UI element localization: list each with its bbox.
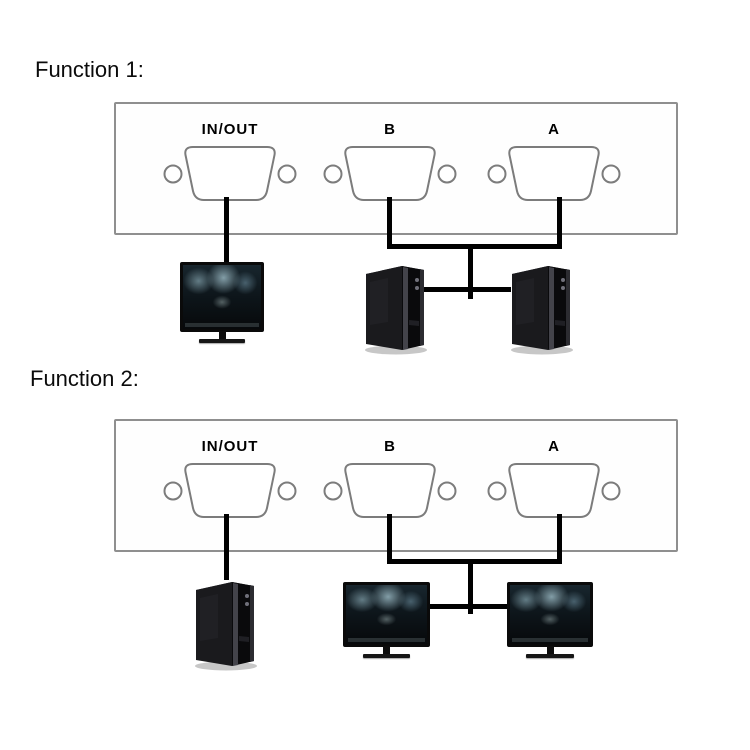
- port-label-b: B: [384, 438, 396, 455]
- cable-port-a: [557, 197, 562, 249]
- cable-port-a: [557, 514, 562, 564]
- dsub-trapezoid: [184, 463, 276, 518]
- monitor-stand: [546, 646, 554, 654]
- monitor-icon: [343, 582, 430, 658]
- computer-tower-icon: [195, 582, 257, 671]
- screw-hole-icon: [601, 481, 621, 501]
- switch-panel-1: IN/OUT B A: [114, 102, 678, 235]
- monitor-stand: [383, 646, 390, 654]
- cable-junction-drop: [468, 563, 473, 614]
- dsub-trapezoid: [184, 146, 276, 201]
- screw-hole-icon: [277, 481, 297, 501]
- switch-panel-2: IN/OUT B A: [114, 419, 678, 552]
- vga-connector-icon: [163, 463, 297, 518]
- vga-connector-icon: [323, 463, 457, 518]
- dsub-trapezoid: [508, 146, 600, 201]
- port-label-inout: IN/OUT: [201, 438, 259, 455]
- function-1-title: Function 1:: [35, 57, 144, 82]
- monitor-icon: [507, 582, 593, 658]
- screw-hole-icon: [437, 481, 457, 501]
- port-label-a: A: [548, 438, 560, 455]
- monitor-screen: [183, 265, 261, 329]
- vga-connector-icon: [487, 463, 621, 518]
- vga-connector-icon: [487, 146, 621, 201]
- cable-between-monitors: [428, 604, 510, 609]
- monitor-icon: [180, 262, 264, 343]
- computer-tower-icon: [365, 266, 427, 355]
- screw-hole-icon: [163, 481, 183, 501]
- cable-inout-to-computer: [224, 514, 229, 580]
- cable-inout-to-monitor: [224, 197, 229, 263]
- function-2-title: Function 2:: [30, 366, 139, 391]
- dsub-trapezoid: [344, 146, 436, 201]
- screw-hole-icon: [277, 164, 297, 184]
- computer-tower-icon: [511, 266, 573, 355]
- vga-connector-icon: [323, 146, 457, 201]
- port-label-a: A: [548, 121, 560, 138]
- cable-port-b: [387, 514, 392, 564]
- vga-connector-icon: [163, 146, 297, 201]
- cable-between-computers: [424, 287, 511, 292]
- screw-hole-icon: [323, 481, 343, 501]
- cable-junction-top: [387, 559, 562, 564]
- cable-junction-top: [387, 244, 562, 249]
- screw-hole-icon: [163, 164, 183, 184]
- screw-hole-icon: [437, 164, 457, 184]
- screw-hole-icon: [601, 164, 621, 184]
- monitor-screen: [510, 585, 590, 644]
- screw-hole-icon: [487, 164, 507, 184]
- port-label-b: B: [384, 121, 396, 138]
- monitor-screen: [346, 585, 427, 644]
- monitor-stand: [218, 331, 226, 339]
- screw-hole-icon: [487, 481, 507, 501]
- port-label-inout: IN/OUT: [201, 121, 259, 138]
- dsub-trapezoid: [508, 463, 600, 518]
- cable-port-b: [387, 197, 392, 249]
- screw-hole-icon: [323, 164, 343, 184]
- cable-junction-drop: [468, 248, 473, 299]
- dsub-trapezoid: [344, 463, 436, 518]
